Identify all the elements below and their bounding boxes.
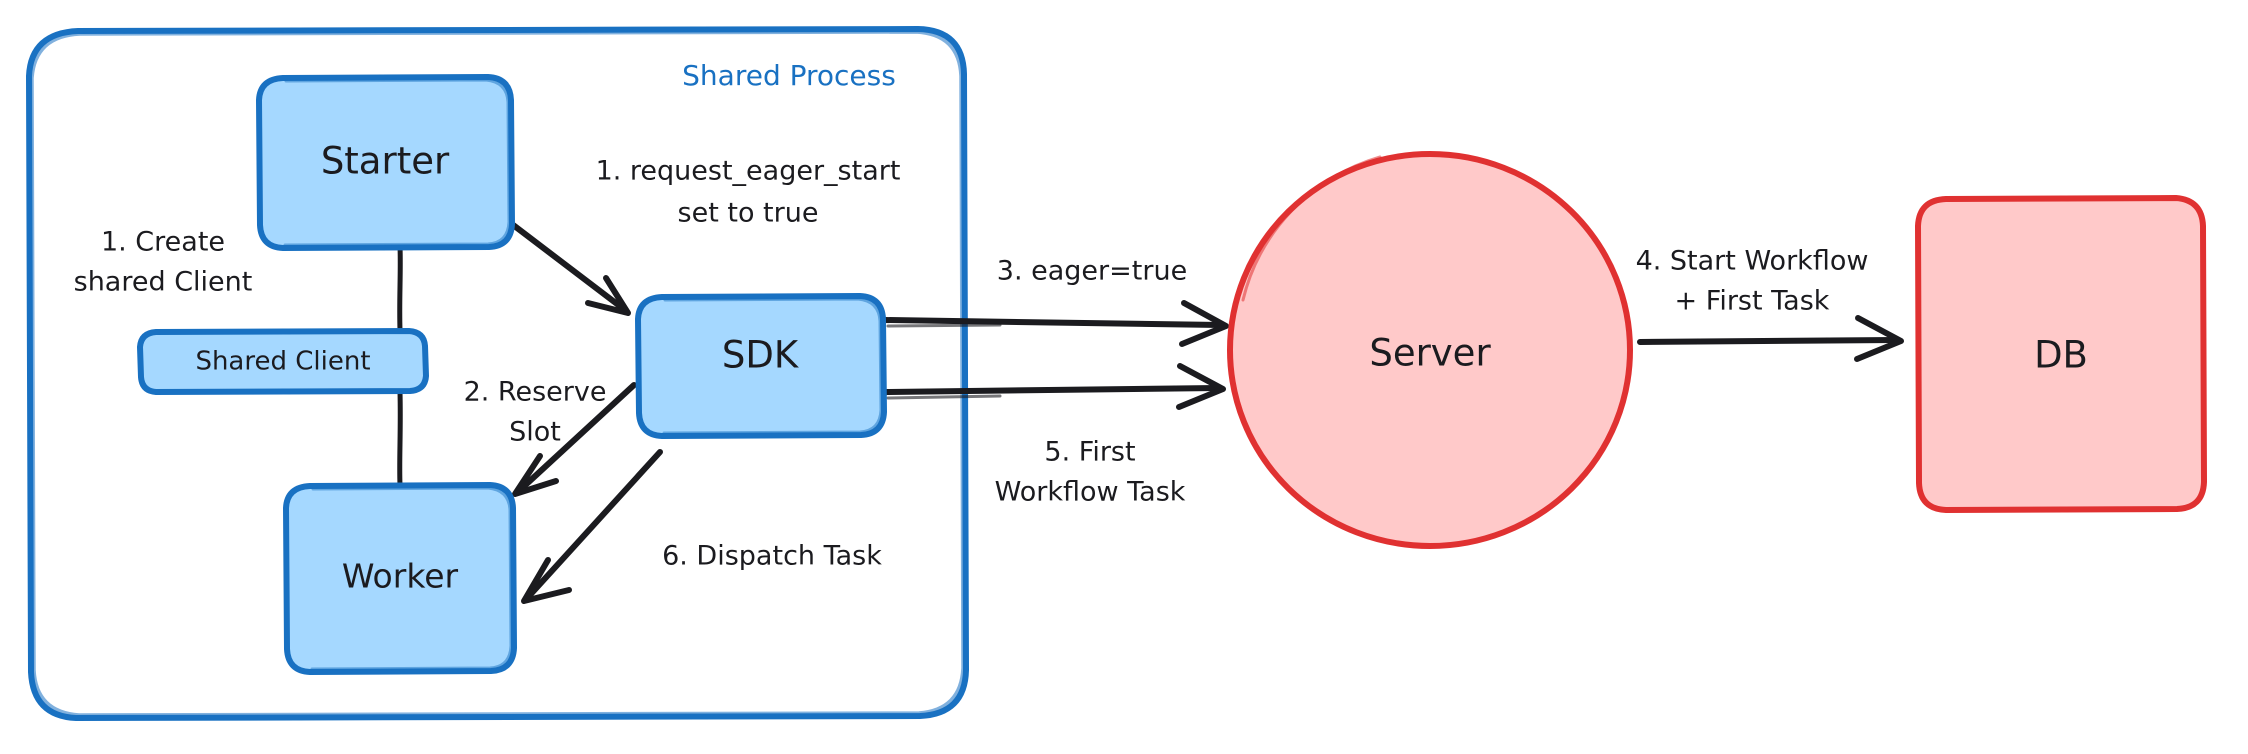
edge-line bbox=[882, 317, 1224, 328]
edge-create-shared-client[interactable] bbox=[397, 243, 403, 488]
arrowhead bbox=[1176, 363, 1226, 410]
node-label: Server bbox=[1369, 332, 1491, 375]
edge-line bbox=[497, 212, 628, 313]
node-border bbox=[137, 328, 429, 395]
edge-line bbox=[882, 385, 1221, 395]
node-border bbox=[635, 293, 887, 439]
node-border bbox=[283, 482, 517, 675]
edge-label-line: 5. First bbox=[1044, 437, 1135, 468]
node-sdk[interactable]: SDK bbox=[635, 293, 887, 439]
arrowhead bbox=[1854, 315, 1904, 362]
node-border bbox=[1915, 195, 2207, 513]
edge-label-start-workflow: 4. Start Workflow + First Task bbox=[1636, 246, 1869, 317]
edge-reserve-slot[interactable] bbox=[512, 382, 637, 497]
edge-label-line: 2. Reserve bbox=[464, 377, 607, 408]
edge-line bbox=[1637, 337, 1899, 345]
arrowhead bbox=[521, 557, 572, 604]
edge-label-eager-true: 3. eager=true bbox=[997, 256, 1187, 287]
node-border-sketch bbox=[310, 486, 513, 671]
group-shared-process[interactable]: Shared Process bbox=[26, 26, 969, 721]
edge-line-sketch bbox=[886, 323, 1002, 328]
edge-label-line: + First Task bbox=[1675, 286, 1830, 317]
node-border-sketch bbox=[1241, 155, 1382, 302]
arrowhead bbox=[512, 453, 559, 497]
node-shape bbox=[259, 77, 512, 248]
edge-label-line: 1. request_eager_start bbox=[596, 156, 901, 187]
node-shape bbox=[1230, 154, 1630, 546]
node-label: Worker bbox=[342, 557, 459, 596]
edge-label-dispatch-task: 6. Dispatch Task bbox=[662, 541, 882, 572]
node-starter[interactable]: Starter bbox=[256, 74, 515, 251]
edge-label-line: 3. eager=true bbox=[997, 256, 1187, 287]
edge-label-line: 1. Create bbox=[101, 227, 225, 258]
edge-label-line: set to true bbox=[678, 198, 819, 229]
edge-first-workflow-task[interactable] bbox=[882, 363, 1226, 410]
edge-request-eager-start[interactable] bbox=[497, 212, 631, 316]
node-server[interactable]: Server bbox=[1227, 151, 1633, 549]
shared-process-border bbox=[26, 26, 969, 721]
arrowhead bbox=[1179, 300, 1229, 347]
node-shape bbox=[638, 296, 884, 436]
edge-line-sketch bbox=[886, 394, 1002, 400]
node-border-sketch bbox=[283, 78, 511, 247]
edge-line bbox=[517, 382, 637, 493]
edge-line bbox=[397, 389, 403, 488]
arrowhead bbox=[585, 275, 631, 316]
edge-label-reserve-slot: 2. Reserve Slot bbox=[464, 377, 607, 448]
shared-process-label: Shared Process bbox=[682, 59, 896, 92]
node-worker[interactable]: Worker bbox=[283, 482, 517, 675]
shared-process-border-sketch bbox=[30, 30, 965, 717]
edge-label-create-shared-client: 1. Create shared Client bbox=[74, 227, 253, 298]
node-label: Shared Client bbox=[195, 347, 370, 377]
edge-label-request-eager-start: 1. request_eager_start set to true bbox=[596, 156, 901, 229]
edge-label-first-workflow-task: 5. First Workflow Task bbox=[995, 437, 1186, 508]
edge-label-line: 4. Start Workflow bbox=[1636, 246, 1869, 277]
edge-label-line: Slot bbox=[509, 417, 561, 448]
node-db[interactable]: DB bbox=[1915, 195, 2207, 513]
edge-label-line: 6. Dispatch Task bbox=[662, 541, 882, 572]
node-label: Starter bbox=[321, 140, 450, 183]
node-shape bbox=[1918, 198, 2204, 510]
edge-line bbox=[397, 243, 403, 333]
edge-dispatch-task[interactable] bbox=[521, 449, 663, 604]
node-border bbox=[1227, 151, 1633, 549]
node-border bbox=[256, 74, 515, 251]
edge-eager-true[interactable] bbox=[882, 300, 1229, 347]
node-shared-client[interactable]: Shared Client bbox=[137, 328, 429, 395]
node-label: DB bbox=[2034, 334, 2088, 377]
node-border-sketch bbox=[662, 297, 883, 435]
edge-line bbox=[527, 449, 663, 598]
edge-start-workflow[interactable] bbox=[1637, 315, 1904, 362]
edge-label-line: Workflow Task bbox=[995, 477, 1186, 508]
edge-label-line: shared Client bbox=[74, 267, 253, 298]
node-shape bbox=[286, 485, 514, 672]
node-shape bbox=[140, 331, 426, 392]
node-label: SDK bbox=[722, 334, 800, 377]
